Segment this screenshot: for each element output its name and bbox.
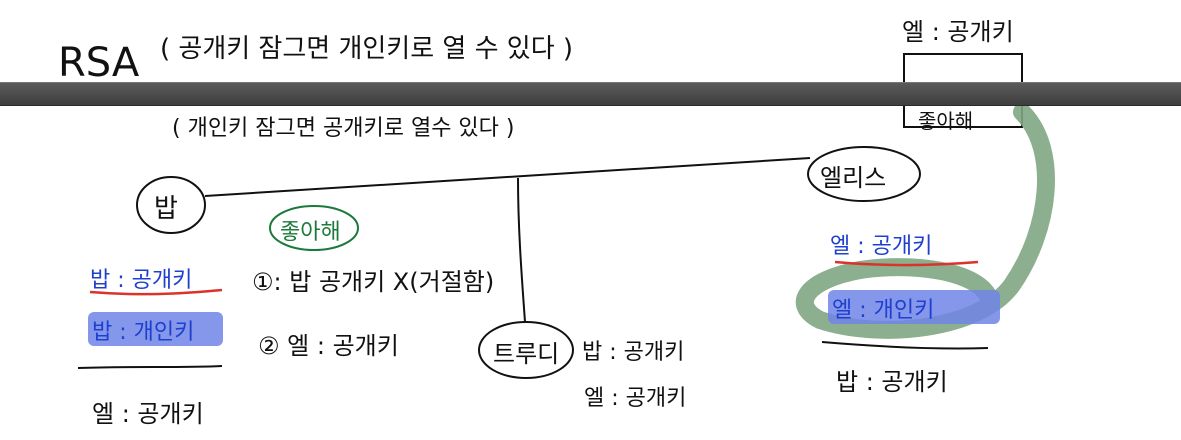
alice-priv-highlight [828,290,1000,324]
network-line-main [204,157,811,197]
alice-circle [807,146,921,202]
center-bubble-circle [269,205,359,251]
center-item2: ② 엘 : 공개키 [258,332,399,360]
rsa-prefix: RSA [58,40,140,86]
alice-separator [821,341,989,350]
alice-pub-key: 엘 : 공개키 [830,234,933,259]
alice-bob-pub: 밥 : 공개키 [836,368,948,396]
bob-pub-underline [89,288,223,296]
bob-node-label: 밥 [154,194,178,224]
alice-pub-underline [834,260,979,267]
rsa-line2: ( 개인키 잠그면 공개키로 열수 있다 ) [172,116,515,141]
alice-node-label: 엘리스 [820,164,887,192]
trudy-circle [478,321,574,379]
bob-pub-key: 밥 : 공개키 [90,268,193,293]
top-right-boxed-text: 좋아해 [918,109,974,133]
alice-priv-key: 엘 : 개인키 [832,298,935,323]
bob-circle [136,176,206,234]
green-loop [795,103,1055,339]
network-line-trudy [517,177,526,323]
trudy-el-pub: 엘 : 공개키 [584,386,687,411]
trudy-bob-pub: 밥 : 공개키 [582,340,685,365]
top-right-label: 엘 : 공개키 [902,18,1014,46]
trudy-node-label: 트루디 [493,340,560,368]
rsa-line1: ( 공개키 잠그면 개인키로 열 수 있다 ) [160,34,574,64]
center-bubble-text: 좋아해 [280,220,341,245]
bob-priv-key: 밥 : 개인키 [92,320,195,345]
bob-separator [77,365,223,369]
overlay-toolbar[interactable] [0,82,1181,106]
bob-priv-highlight [88,312,223,346]
center-item1: ①: 밥 공개키 X(거절함) [252,268,495,296]
bob-other-key: 엘 : 공개키 [92,400,204,428]
